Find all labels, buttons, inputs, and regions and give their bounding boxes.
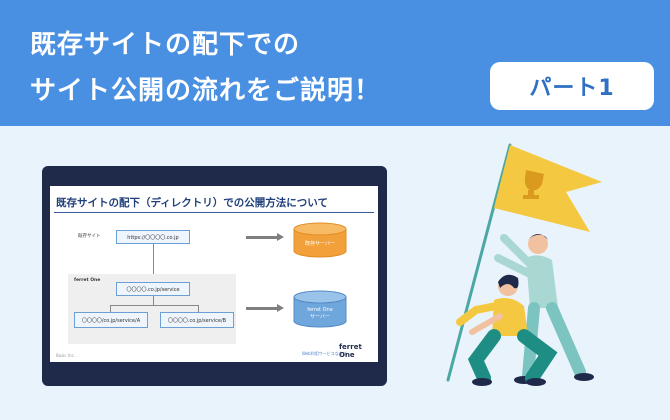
headline-line-1: 既存サイトの配下での: [30, 30, 301, 60]
ferret-server-label-1: ferret One: [307, 307, 333, 313]
flag-icon: [494, 145, 602, 232]
flag-team-illustration: [446, 143, 602, 386]
existing-site-label: 既存サイト: [78, 234, 101, 239]
connector-left-drop: [110, 305, 111, 312]
ferret-one-group-label: ferret One: [74, 278, 101, 283]
flag-pole: [446, 143, 512, 382]
ferret-server-label-2: サーバー: [310, 314, 330, 320]
service-url-box: 〇〇〇〇.co.jp/service: [116, 282, 190, 296]
slide-footer-logo: ferret One: [339, 343, 362, 359]
service-b-box: 〇〇〇〇.co.jp/service/B: [160, 312, 234, 328]
slide-footer-tagline: Web利用サービスならば: [302, 351, 347, 356]
service-a-box: 〇〇〇〇/co.jp/service/A: [74, 312, 148, 328]
headline-line-2: サイト公開の流れをご説明！: [30, 76, 382, 106]
ferret-server-cylinder: ferret One サーバー: [293, 290, 347, 328]
slide-footer-left: Basic Inc.: [56, 353, 76, 358]
existing-server-label: 既存サーバー: [305, 240, 335, 247]
part-badge: パート1: [490, 62, 654, 110]
existing-server-cylinder: 既存サーバー: [293, 222, 347, 258]
existing-url-box: https://〇〇〇〇.co.jp: [116, 230, 190, 244]
kneeling-person: [456, 274, 558, 386]
slide-diagram: 既存サイトの配下（ディレクトリ）での公開方法について 既存サイト https:/…: [50, 186, 378, 362]
connector-right-drop: [198, 305, 199, 312]
slide-title: 既存サイトの配下（ディレクトリ）での公開方法について: [56, 197, 328, 209]
connector-horizontal: [110, 305, 198, 306]
slide-title-rule: [54, 212, 374, 213]
arrow-to-existing-server: [246, 233, 284, 241]
trophy-icon: [523, 170, 544, 199]
arrow-to-ferret-server: [246, 304, 284, 312]
header-banner: 既存サイトの配下での サイト公開の流れをご説明！ パート1: [0, 0, 670, 126]
connector-vertical-top: [153, 244, 154, 280]
connector-vertical-mid: [153, 296, 154, 305]
